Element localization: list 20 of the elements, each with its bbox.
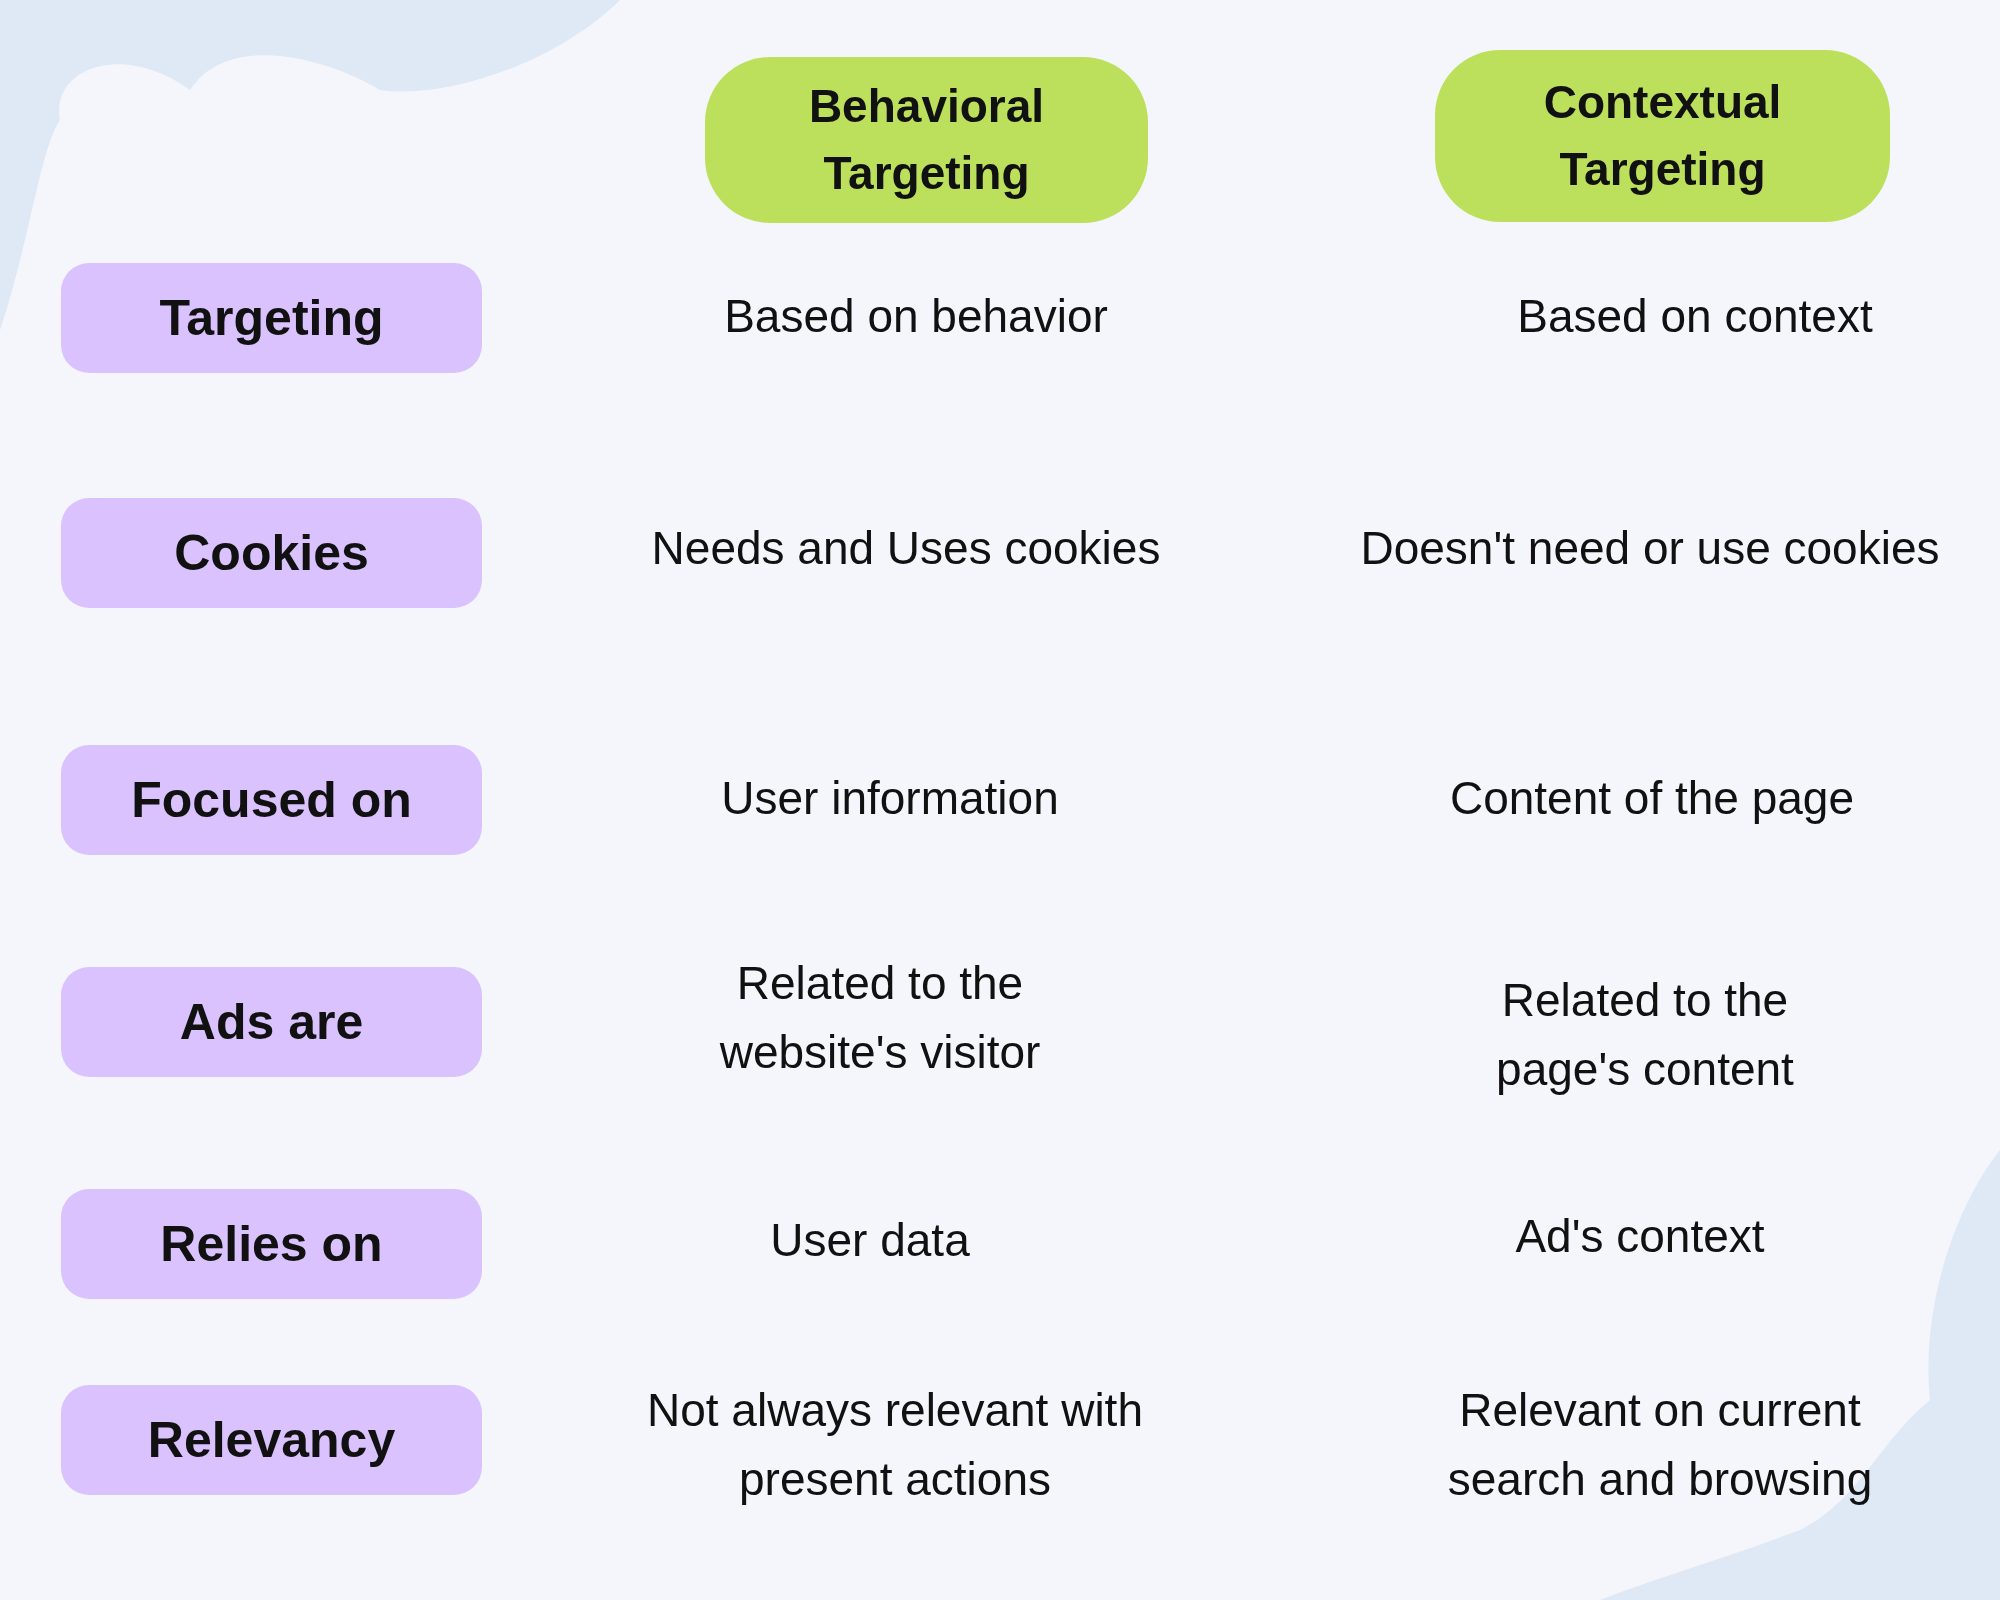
row-header-pill: Ads are: [61, 967, 482, 1077]
comparison-text: User data: [769, 1212, 971, 1268]
row-header-pill: Cookies: [61, 498, 482, 608]
comparison-text: Content of the page: [1448, 770, 1856, 826]
comparison-text: Based on context: [1516, 288, 1874, 344]
row-header-pill: Relies on: [61, 1189, 482, 1299]
comparison-text: Needs and Uses cookies: [650, 520, 1162, 576]
column-header-pill: Behavioral Targeting: [705, 57, 1148, 223]
row-header-pill: Relevancy: [61, 1385, 482, 1495]
column-header-pill: Contextual Targeting: [1435, 50, 1890, 222]
comparison-text: Based on behavior: [723, 288, 1109, 344]
comparison-text: Related to the page's content: [1495, 973, 1795, 1097]
row-header-pill: Focused on: [61, 745, 482, 855]
comparison-text: Relevant on current search and browsing: [1446, 1383, 1874, 1507]
comparison-text: User information: [720, 770, 1060, 826]
comparison-text: Related to the website's visitor: [718, 956, 1042, 1080]
comparison-text: Doesn't need or use cookies: [1359, 520, 1941, 576]
comparison-text: Ad's context: [1514, 1208, 1766, 1264]
comparison-text: Not always relevant with present actions: [646, 1383, 1144, 1507]
row-header-pill: Targeting: [61, 263, 482, 373]
